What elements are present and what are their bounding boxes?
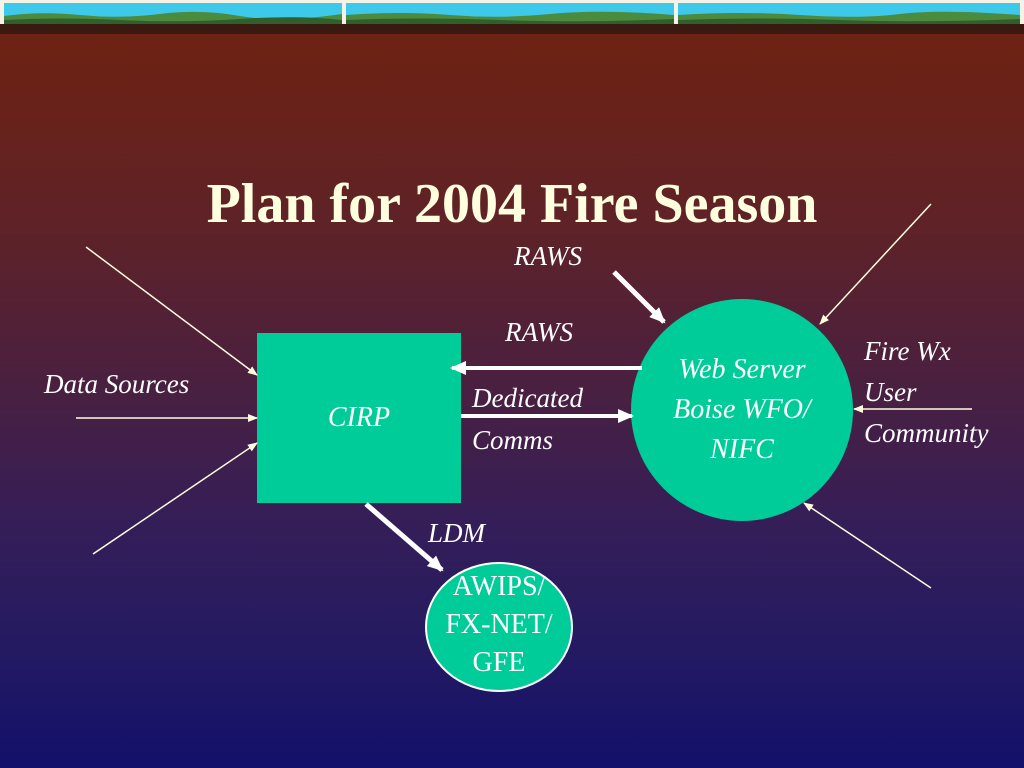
web-server-line-3: NIFC: [710, 434, 774, 465]
raws-feed-arrow: [612, 270, 666, 324]
ldm-label: LDM: [428, 518, 486, 548]
web-server-label: Web Server Boise WFO/ NIFC: [631, 350, 853, 470]
web-server-circle: [631, 299, 853, 521]
user-community-label: Fire Wx User Community: [864, 331, 989, 454]
awips-line-2: FX-NET/: [445, 609, 553, 640]
raws-top-label: RAWS: [514, 241, 582, 271]
data-sources-label: Data Sources: [44, 369, 190, 399]
fire-wx-text: Fire Wx: [864, 336, 951, 366]
comms-text: Comms: [472, 425, 554, 455]
data-source-line-lower: [92, 442, 258, 555]
banner-panel-2: [346, 3, 674, 24]
data-source-line-upper: [85, 246, 258, 376]
cirp-text: CIRP: [327, 402, 391, 433]
community-text: Community: [864, 418, 989, 448]
slide-title: Plan for 2004 Fire Season: [206, 172, 818, 235]
web-server-line-1: Web Server: [678, 354, 806, 385]
awips-line-1: AWIPS/: [452, 571, 546, 602]
top-landscape-banner: [0, 0, 1024, 34]
user-line-upper: [819, 203, 932, 325]
dedicated-comms-label: Dedicated Comms: [472, 377, 583, 461]
ldm-arrow: [364, 502, 444, 572]
awips-circle: [425, 562, 573, 692]
awips-line-3: GFE: [472, 647, 526, 678]
banner-panel-3: [678, 3, 1020, 24]
banner-panel-1: [4, 3, 342, 24]
cirp-label: CIRP: [257, 398, 461, 438]
user-text: User: [864, 377, 917, 407]
raws-link-label: RAWS: [505, 317, 573, 347]
awips-label: AWIPS/ FX-NET/ GFE: [426, 568, 572, 682]
web-server-line-2: Boise WFO/: [673, 394, 811, 425]
cirp-box: [257, 333, 461, 503]
dedicated-text: Dedicated: [472, 383, 583, 413]
user-line-lower: [803, 502, 932, 589]
